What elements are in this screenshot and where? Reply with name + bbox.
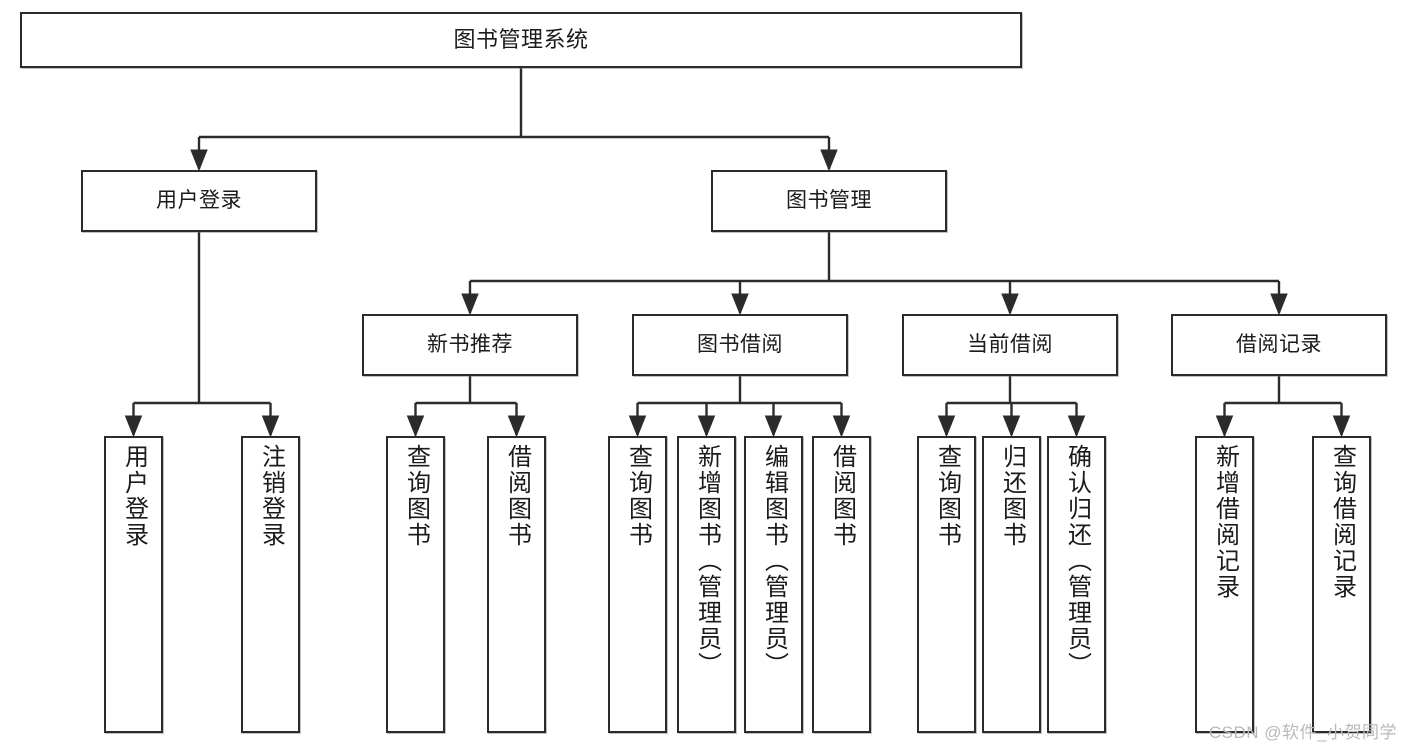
node-label: 编辑图书（管理员） — [760, 444, 788, 678]
arrowhead-icon — [820, 149, 838, 172]
node-current-borrow[interactable]: 当前借阅 — [902, 314, 1118, 376]
node-label: 用户登录 — [156, 189, 242, 213]
node-borrow-record[interactable]: 借阅记录 — [1171, 314, 1387, 376]
arrowhead-icon — [764, 415, 783, 438]
node-label: 图书管理系统 — [453, 26, 589, 52]
leaf-add-book-admin[interactable]: 新增图书（管理员） — [677, 436, 736, 733]
arrowhead-icon — [937, 415, 956, 438]
arrowhead-icon — [1332, 415, 1351, 438]
node-label: 新增借阅记录 — [1211, 444, 1239, 600]
node-new-book-recommend[interactable]: 新书推荐 — [362, 314, 578, 376]
node-label: 查询图书 — [624, 444, 652, 548]
arrowhead-icon — [697, 415, 716, 438]
node-label: 借阅图书 — [503, 444, 531, 548]
arrowhead-icon — [461, 293, 479, 316]
arrowhead-icon — [1002, 415, 1021, 438]
node-root-system[interactable]: 图书管理系统 — [20, 12, 1022, 68]
arrowhead-icon — [507, 415, 526, 438]
node-label: 新增图书（管理员） — [693, 444, 721, 678]
arrowhead-icon — [1215, 415, 1234, 438]
node-label: 查询图书 — [933, 444, 961, 548]
leaf-borrow-book-2[interactable]: 借阅图书 — [812, 436, 871, 733]
leaf-return-book[interactable]: 归还图书 — [982, 436, 1041, 733]
node-label: 借阅记录 — [1236, 333, 1322, 357]
arrowhead-icon — [124, 415, 143, 438]
arrowhead-icon — [1270, 293, 1288, 316]
node-label: 当前借阅 — [967, 333, 1053, 357]
leaf-edit-book-admin[interactable]: 编辑图书（管理员） — [744, 436, 803, 733]
arrowhead-icon — [731, 293, 749, 316]
node-label: 用户登录 — [120, 444, 148, 548]
arrowhead-icon — [628, 415, 647, 438]
leaf-add-borrow-record[interactable]: 新增借阅记录 — [1195, 436, 1254, 733]
leaf-borrow-book-1[interactable]: 借阅图书 — [487, 436, 546, 733]
arrowhead-icon — [190, 149, 208, 172]
arrowhead-icon — [1001, 293, 1019, 316]
leaf-user-login[interactable]: 用户登录 — [104, 436, 163, 733]
node-label: 新书推荐 — [427, 333, 513, 357]
leaf-query-borrow-record[interactable]: 查询借阅记录 — [1312, 436, 1371, 733]
arrowhead-icon — [832, 415, 851, 438]
watermark-text: CSDN @软件_小贺同学 — [1208, 723, 1397, 742]
node-label: 图书管理 — [786, 189, 872, 213]
node-book-borrow[interactable]: 图书借阅 — [632, 314, 848, 376]
arrowhead-icon — [1067, 415, 1086, 438]
node-label: 归还图书 — [998, 444, 1026, 548]
node-label: 确认归还（管理员） — [1063, 444, 1091, 678]
leaf-query-book-2[interactable]: 查询图书 — [608, 436, 667, 733]
leaf-query-book-1[interactable]: 查询图书 — [386, 436, 445, 733]
node-label: 图书借阅 — [697, 333, 783, 357]
node-label: 查询图书 — [402, 444, 430, 548]
node-label: 查询借阅记录 — [1328, 444, 1356, 600]
node-label: 注销登录 — [257, 444, 285, 548]
leaf-query-book-3[interactable]: 查询图书 — [917, 436, 976, 733]
arrowhead-icon — [261, 415, 280, 438]
node-book-manage[interactable]: 图书管理 — [711, 170, 947, 232]
leaf-logout[interactable]: 注销登录 — [241, 436, 300, 733]
node-label: 借阅图书 — [828, 444, 856, 548]
leaf-confirm-return-admin[interactable]: 确认归还（管理员） — [1047, 436, 1106, 733]
arrowhead-icon — [406, 415, 425, 438]
node-user-login[interactable]: 用户登录 — [81, 170, 317, 232]
